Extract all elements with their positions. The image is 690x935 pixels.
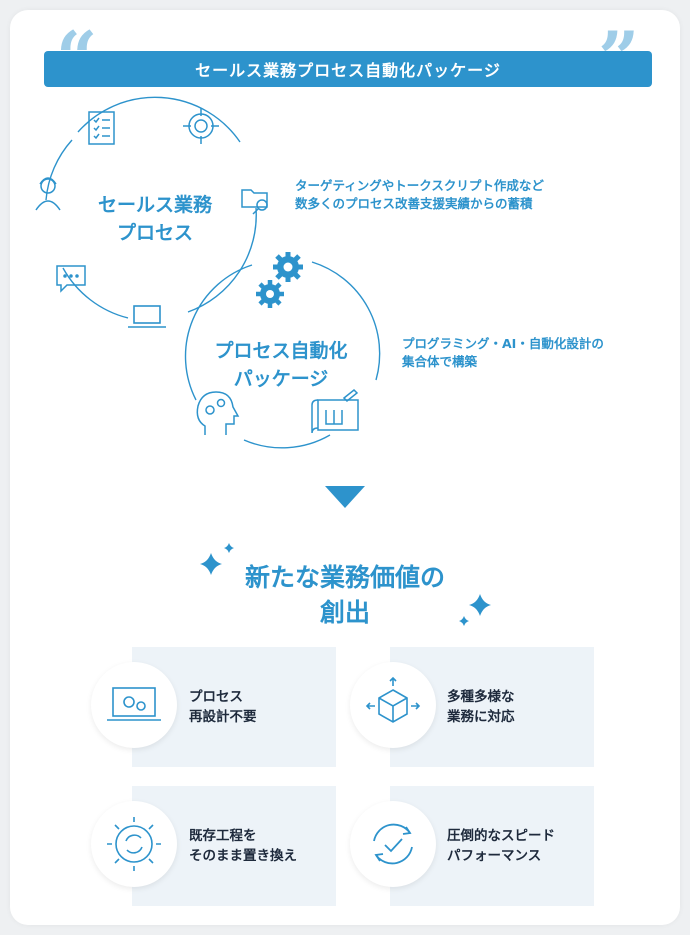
automation-package-title: プロセス自動化 パッケージ	[200, 338, 362, 393]
benefit-icon-circle	[91, 801, 177, 887]
checklist-icon	[88, 111, 115, 145]
sales-process-title-line2: プロセス	[116, 221, 193, 244]
auto-circle-arc	[184, 264, 253, 401]
benefit-label-line2: 業務に対応	[447, 708, 515, 725]
benefit-label: プロセス 再設計不要	[189, 688, 257, 727]
automation-description-line2: 集合体で構築	[402, 354, 478, 370]
auto-circle-arc	[311, 261, 381, 381]
headline-line1: 新たな業務価値の	[244, 563, 445, 592]
sparkle-icon	[469, 594, 491, 616]
down-arrow-icon	[325, 486, 365, 508]
benefit-label: 既存工程を そのまま置き換え	[189, 827, 297, 866]
sales-process-title-line1: セールス業務	[97, 194, 212, 216]
blueprint-icon	[311, 388, 359, 434]
automation-package-title-line2: パッケージ	[233, 367, 329, 390]
benefit-label-line1: 圧倒的なスピード	[447, 828, 555, 844]
benefit-label: 多種多様な 業務に対応	[447, 688, 515, 727]
benefit-label-line2: パフォーマンス	[447, 847, 542, 864]
folder-search-icon	[241, 189, 268, 215]
sales-description-line2: 数多くのプロセス改善支援実績からの蓄積	[295, 196, 533, 212]
benefit-label-line2: そのまま置き換え	[189, 847, 297, 864]
sales-circle-arc	[62, 267, 129, 319]
laptop-icon	[128, 305, 166, 328]
benefit-label: 圧倒的なスピード パフォーマンス	[447, 827, 555, 866]
banner-title: セールス業務プロセス自動化パッケージ	[44, 51, 652, 87]
benefit-label-line1: 多種多様な	[447, 689, 515, 705]
gears-icon	[256, 252, 303, 308]
laptop-gears-icon	[107, 687, 161, 721]
benefit-icon-circle	[91, 662, 177, 748]
benefit-label-line1: プロセス	[189, 689, 243, 705]
sales-description-line1: ターゲティングやトークスクリプト作成など	[295, 178, 544, 193]
auto-circle-arc	[243, 434, 331, 449]
gear-refresh-icon	[107, 817, 161, 871]
target-icon	[183, 108, 219, 144]
operator-icon	[35, 177, 61, 211]
sales-process-title: セールス業務 プロセス	[70, 192, 240, 247]
content-card	[10, 10, 680, 925]
refresh-check-icon	[373, 823, 413, 865]
automation-description: プログラミング・AI・自動化設計の 集合体で構築	[402, 335, 604, 371]
sales-circle-arc	[187, 207, 257, 313]
automation-package-title-line1: プロセス自動化	[214, 340, 348, 362]
sales-circle-arc	[45, 139, 73, 201]
automation-description-line1: プログラミング・AI・自動化設計の	[402, 336, 604, 351]
chat-bubble-icon	[56, 265, 86, 293]
sparkle-icon	[224, 543, 234, 553]
sales-circle-arc	[77, 96, 241, 143]
box-arrows-icon	[365, 676, 421, 723]
headline: 新たな業務価値の 創出	[200, 560, 490, 630]
sales-description: ターゲティングやトークスクリプト作成など 数多くのプロセス改善支援実績からの蓄積	[295, 177, 544, 213]
benefit-label-line1: 既存工程を	[189, 828, 257, 844]
sparkle-icon	[200, 553, 222, 575]
head-gears-icon	[196, 391, 240, 435]
sparkle-icon	[459, 616, 469, 626]
headline-line2: 創出	[319, 598, 370, 627]
benefit-icon-circle	[350, 801, 436, 887]
benefit-label-line2: 再設計不要	[189, 708, 257, 725]
benefit-icon-circle	[350, 662, 436, 748]
